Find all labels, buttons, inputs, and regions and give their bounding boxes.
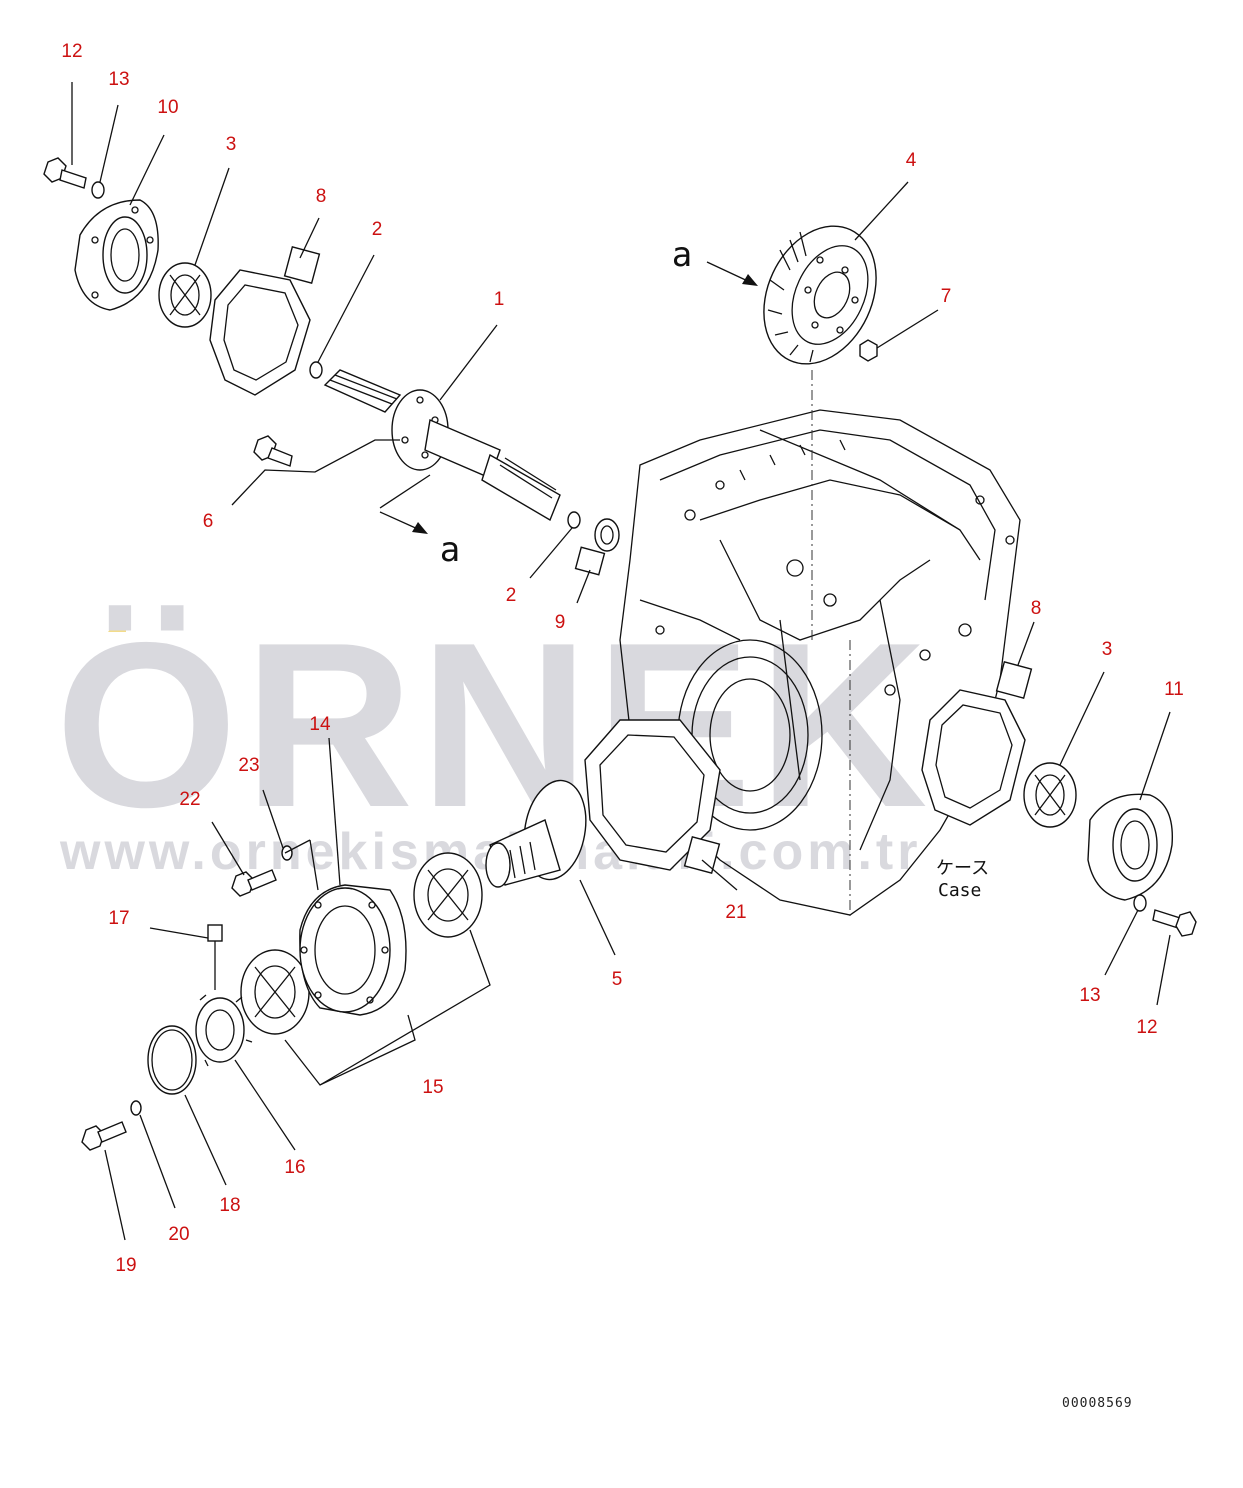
- pinion-shaft-1: [323, 369, 561, 522]
- gear-5: [485, 779, 587, 888]
- callout-13: 13: [1079, 985, 1101, 1006]
- callout-15: 15: [422, 1077, 444, 1098]
- bevel-gear-4: [763, 225, 877, 365]
- case-label-english: Case: [938, 880, 982, 901]
- bearing-15-inner: [240, 949, 310, 1035]
- callout-3: 3: [1101, 639, 1113, 660]
- bolt-12-right: [1152, 909, 1197, 937]
- callout-18: 18: [219, 1195, 241, 1216]
- callout-22: 22: [179, 789, 201, 810]
- collar-2-upper: [309, 361, 323, 379]
- callout-12: 12: [1136, 1017, 1158, 1038]
- callout-20: 20: [168, 1224, 190, 1245]
- plate-18: [147, 1025, 197, 1095]
- washer-13-upper: [91, 181, 105, 199]
- callout-10: 10: [157, 97, 179, 118]
- pin-17: [207, 924, 223, 990]
- callout-3: 3: [225, 134, 237, 155]
- watermark-accent: [108, 608, 126, 632]
- view-marker-upper: a: [671, 235, 693, 275]
- washer-23: [281, 845, 293, 861]
- shim-8-right: [921, 661, 1033, 826]
- callout-21: 21: [725, 902, 747, 923]
- callout-9: 9: [554, 612, 566, 633]
- callout-6: 6: [202, 511, 214, 532]
- callout-23: 23: [238, 755, 260, 776]
- nut-16: [195, 994, 253, 1067]
- bearing-3-upper: [158, 262, 212, 328]
- callout-12: 12: [61, 41, 83, 62]
- washer-13-right: [1133, 894, 1147, 912]
- callout-13: 13: [108, 69, 130, 90]
- callout-5: 5: [611, 969, 623, 990]
- bolt-6: [253, 435, 293, 467]
- ring-9: [574, 518, 620, 576]
- collar-2-lower: [567, 511, 581, 529]
- bearing-15-outer: [413, 852, 483, 938]
- drawing-number: 00008569: [1062, 1396, 1133, 1411]
- bolt-12-upper: [43, 157, 87, 189]
- callout-1: 1: [493, 289, 505, 310]
- view-arrow-a-upper: [706, 261, 758, 286]
- callout-7: 7: [940, 286, 952, 307]
- bolt-19: [81, 1121, 127, 1151]
- bearing-3-right: [1023, 762, 1077, 828]
- leader-lines: [71, 82, 1171, 1241]
- callout-11: 11: [1164, 679, 1184, 700]
- callout-4: 4: [905, 150, 917, 171]
- callout-14: 14: [309, 714, 331, 735]
- nut-7: [859, 339, 878, 362]
- view-marker-lower: a: [439, 530, 461, 570]
- callout-8: 8: [315, 186, 327, 207]
- callout-16: 16: [284, 1157, 306, 1178]
- bearing-cage-10: [74, 199, 159, 311]
- shim-21: [584, 719, 721, 874]
- watermark-logo: ÖRNEK: [55, 593, 934, 856]
- callout-2: 2: [505, 585, 517, 606]
- callout-2: 2: [371, 219, 383, 240]
- shim-8-upper: [209, 246, 321, 396]
- view-arrow-a-lower: [379, 474, 431, 534]
- bearing-cage-11: [1087, 793, 1174, 901]
- case-label-japanese: ケース: [936, 858, 990, 879]
- cage-14: [299, 884, 407, 1016]
- callout-8: 8: [1030, 598, 1042, 619]
- washer-20: [130, 1100, 142, 1116]
- callout-19: 19: [115, 1255, 137, 1276]
- bolt-22: [231, 869, 277, 897]
- callout-17: 17: [108, 908, 130, 929]
